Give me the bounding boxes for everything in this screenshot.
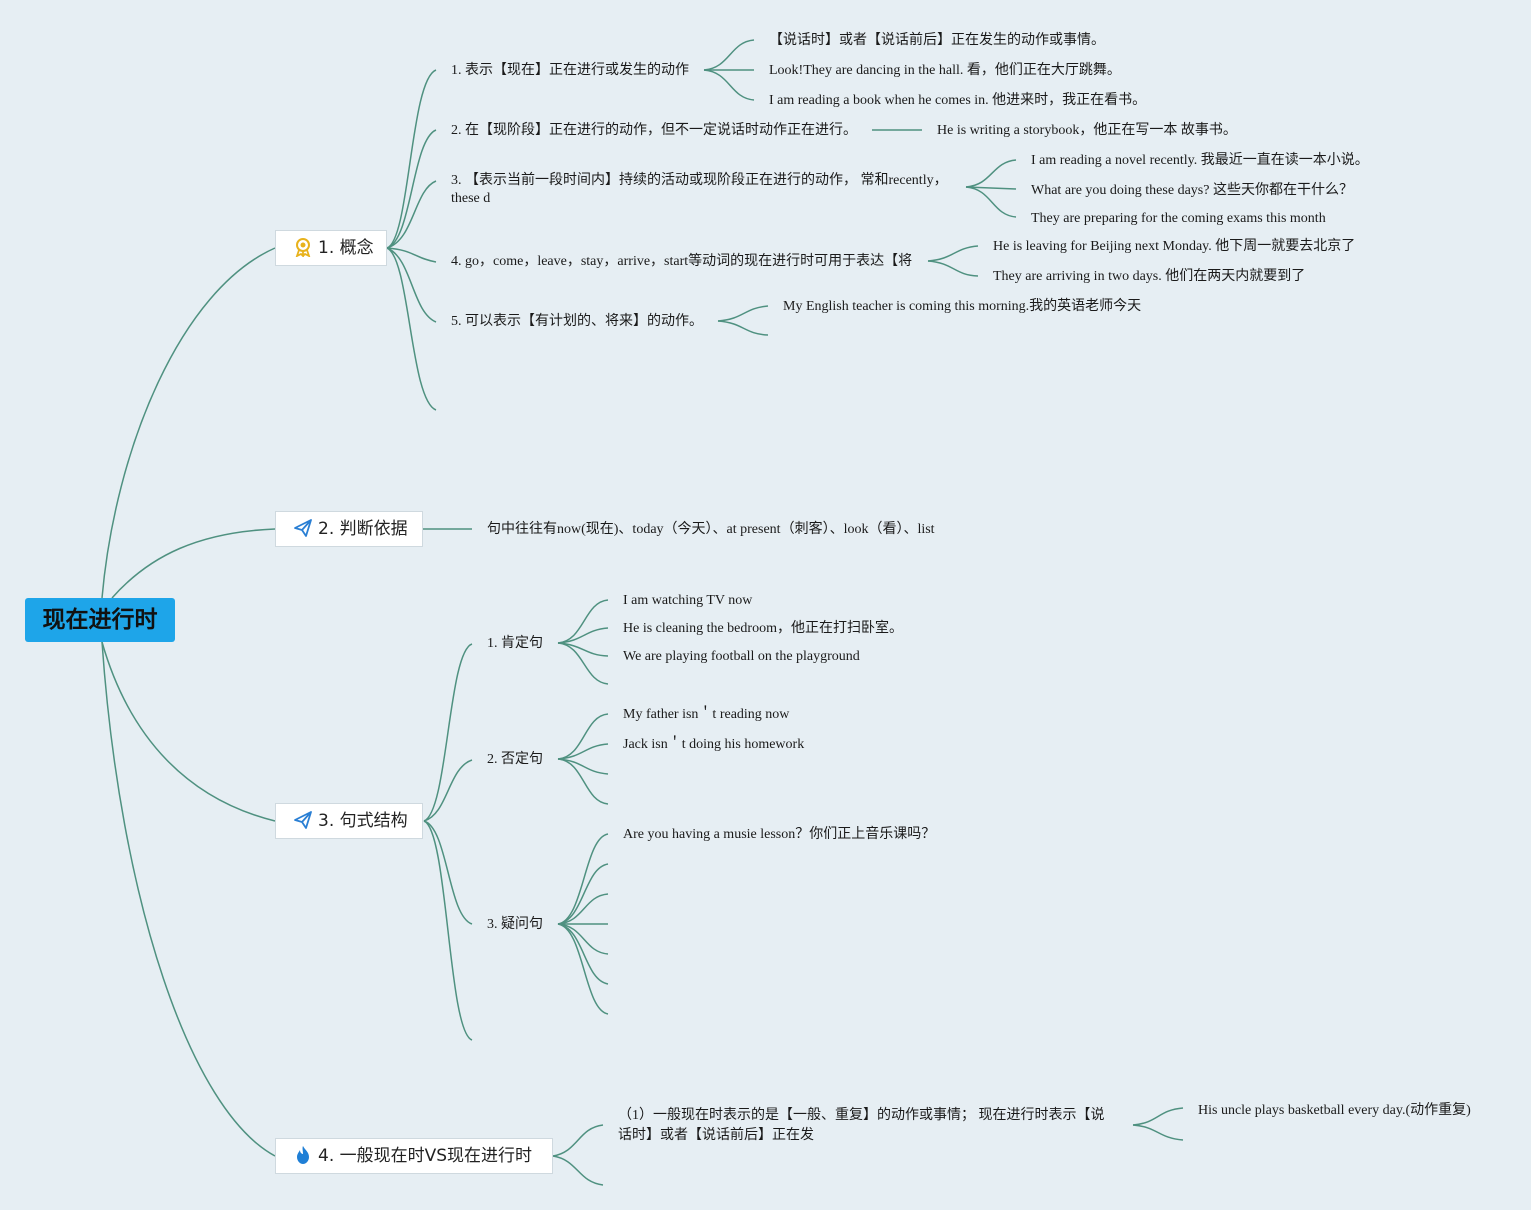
connector	[552, 1155, 604, 1186]
paper-plane-icon	[294, 811, 312, 829]
connector	[557, 893, 609, 925]
paper-plane-icon	[294, 519, 312, 537]
concept-item-1-child[interactable]: 【说话时】或者【说话前后】正在发生的动作或事情。	[769, 33, 1105, 48]
concept-item-2[interactable]: 2. 在【现阶段】正在进行的动作，但不一定说话时动作正在进行。	[451, 123, 857, 138]
connector	[703, 69, 755, 101]
connector	[717, 305, 769, 322]
connector	[423, 820, 473, 1041]
connector	[557, 599, 609, 644]
award-ribbon-icon	[295, 238, 311, 257]
negative-example[interactable]: My father isn＇t reading now	[623, 707, 790, 722]
connector	[557, 923, 609, 1015]
concept-item-1-child[interactable]: Look!They are dancing in the hall. 看，他们正…	[769, 63, 1121, 78]
connector	[927, 245, 979, 262]
connector	[386, 69, 437, 249]
concept-item-3-child[interactable]: I am reading a novel recently. 我最近一直在读一本…	[1031, 153, 1369, 168]
connector	[386, 247, 437, 263]
connector	[386, 129, 437, 249]
connector	[423, 759, 473, 822]
connector	[557, 713, 609, 760]
structure-negative[interactable]: 2. 否定句	[487, 752, 543, 767]
concept-item-3-child[interactable]: They are preparing for the coming exams …	[1031, 211, 1326, 226]
connector	[965, 186, 1017, 190]
connector	[386, 247, 437, 323]
connector	[557, 642, 609, 685]
connector	[552, 1124, 604, 1157]
concept-item-3[interactable]: 3. 【表示当前一段时间内】持续的活动或现阶段正在进行的动作， 常和recent…	[451, 173, 948, 206]
concept-item-4-child[interactable]: They are arriving in two days. 他们在两天内就要到…	[993, 269, 1306, 284]
concept-item-3-child[interactable]: What are you doing these days? 这些天你都在干什么…	[1031, 183, 1353, 198]
connector	[557, 758, 609, 805]
connector	[386, 180, 437, 249]
basis-text[interactable]: 句中往往有now(现在)、today（今天）、at present（刺客）、lo…	[487, 522, 935, 537]
question-example[interactable]: Are you having a musie lesson？你们正上音乐课吗？	[623, 827, 936, 842]
connector	[1132, 1124, 1184, 1141]
branch-concept[interactable]: 1. 概念	[275, 230, 387, 266]
branch-label: 4. 一般现在时VS现在进行时	[318, 1146, 533, 1166]
branch-label: 1. 概念	[318, 238, 374, 258]
affirmative-example[interactable]: We are playing football on the playgroun…	[623, 649, 860, 664]
connector	[1132, 1107, 1184, 1126]
branch-basis[interactable]: 2. 判断依据	[275, 511, 423, 547]
concept-item-5[interactable]: 5. 可以表示【有计划的、将来】的动作。	[451, 314, 703, 329]
negative-example[interactable]: Jack isn＇t doing his homework	[623, 737, 805, 752]
connector	[965, 159, 1017, 188]
connector	[101, 247, 276, 599]
branch-label: 3. 句式结构	[318, 811, 408, 831]
connector	[557, 833, 609, 925]
connector	[557, 923, 609, 955]
connector	[101, 641, 276, 1157]
connector	[423, 643, 473, 822]
connector	[101, 641, 276, 822]
compare-item-1[interactable]: （1）一般现在时表示的是【一般、重复】的动作或事情； 现在进行时表示【说话时】或…	[618, 1108, 1105, 1143]
concept-item-4[interactable]: 4. go，come，leave，stay，arrive，start等动词的现在…	[451, 254, 913, 269]
branch-label: 2. 判断依据	[318, 519, 408, 539]
concept-item-2-child[interactable]: He is writing a storybook，他正在写一本 故事书。	[937, 123, 1237, 138]
connector	[111, 528, 276, 599]
connector	[386, 247, 437, 411]
branch-structure[interactable]: 3. 句式结构	[275, 803, 423, 839]
flame-icon	[297, 1146, 309, 1164]
structure-question[interactable]: 3. 疑问句	[487, 917, 543, 932]
connector	[965, 186, 1017, 218]
concept-item-4-child[interactable]: He is leaving for Beijing next Monday. 他…	[993, 239, 1356, 254]
concept-item-5-child[interactable]: My English teacher is coming this mornin…	[783, 299, 1142, 314]
connector	[717, 320, 769, 336]
connector	[557, 863, 609, 925]
connector	[557, 743, 609, 760]
connector	[423, 820, 473, 925]
branch-compare[interactable]: 4. 一般现在时VS现在进行时	[275, 1138, 553, 1174]
connector	[557, 923, 609, 985]
compare-item-1-child[interactable]: His uncle plays basketball every day.(动作…	[1198, 1103, 1471, 1118]
concept-item-1[interactable]: 1. 表示【现在】正在进行或发生的动作	[451, 63, 689, 78]
connector	[927, 260, 979, 277]
connector	[557, 627, 609, 644]
affirmative-example[interactable]: I am watching TV now	[623, 593, 753, 608]
structure-affirmative[interactable]: 1. 肯定句	[487, 636, 543, 651]
connector	[703, 39, 755, 71]
root-topic[interactable]: 现在进行时	[25, 598, 175, 642]
affirmative-example[interactable]: He is cleaning the bedroom，他正在打扫卧室。	[623, 621, 903, 636]
concept-item-1-child[interactable]: I am reading a book when he comes in. 他进…	[769, 93, 1147, 108]
